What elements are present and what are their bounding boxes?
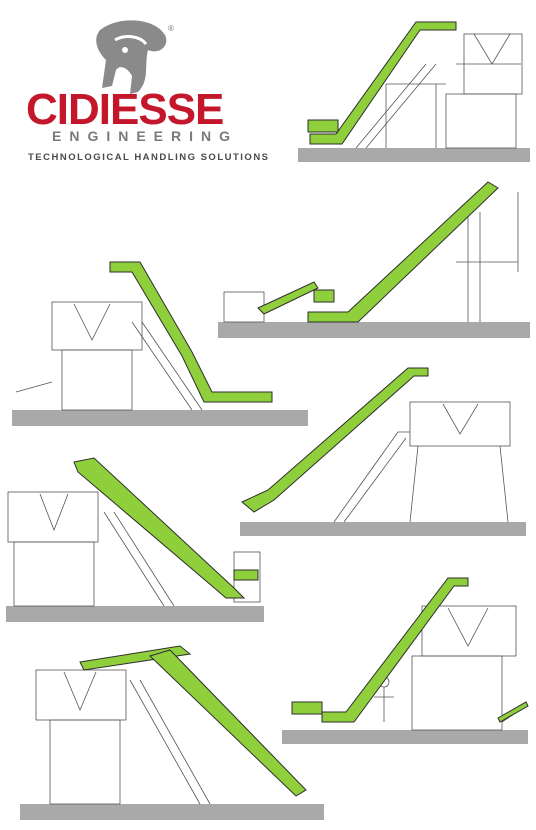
conveyor-illustration-6 — [291, 577, 529, 731]
registered-mark: ® — [168, 24, 174, 33]
ground-2 — [218, 322, 530, 338]
conveyor-illustration-4 — [241, 367, 511, 523]
brand-tagline: TECHNOLOGICAL HANDLING SOLUTIONS — [28, 152, 270, 163]
ground-5 — [6, 606, 264, 622]
conveyor-illustration-7 — [35, 645, 307, 805]
brand-logo: ® — [20, 10, 260, 170]
ground-7 — [20, 804, 324, 820]
ground-4 — [240, 522, 526, 536]
brand-name: CIDIESSE — [26, 85, 224, 134]
conveyor-illustration-1 — [307, 21, 523, 149]
ground-6 — [282, 730, 528, 744]
ground-1 — [298, 148, 530, 162]
brand-subtitle: ENGINEERING — [52, 128, 239, 144]
ground-3 — [12, 410, 308, 426]
conveyor-illustration-5 — [7, 457, 261, 607]
horse-head-icon — [96, 20, 167, 95]
conveyor-illustration-2 — [223, 181, 519, 323]
conveyor-illustration-3 — [15, 261, 273, 411]
